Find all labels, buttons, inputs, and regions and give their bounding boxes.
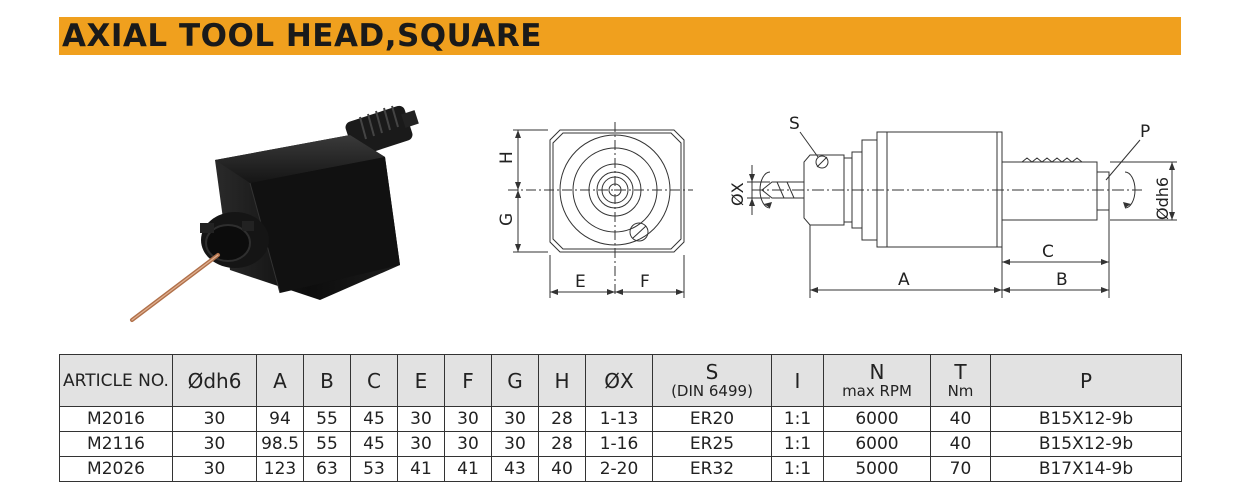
cell-b: 55 [303, 406, 351, 432]
side-view-drawing: S P ØX Ødh6 C B A [728, 114, 1177, 298]
cell-e: 30 [397, 406, 445, 432]
cell-c: 53 [350, 456, 398, 482]
cell-x: 2-20 [585, 456, 653, 482]
cell-p: B15X12-9b [990, 406, 1182, 432]
cell-dh6: 30 [172, 431, 257, 457]
header-b: B [303, 354, 351, 407]
table-row: M2116 30 98.5 55 45 30 30 30 28 1-16 ER2… [59, 431, 1182, 457]
cell-s: ER20 [652, 406, 772, 432]
cell-b: 63 [303, 456, 351, 482]
dim-label-dh6: Ødh6 [1153, 177, 1172, 220]
cell-dh6: 30 [172, 456, 257, 482]
dim-label-b: B [1056, 270, 1068, 290]
header-e: E [397, 354, 445, 407]
dim-label-e: E [575, 272, 586, 292]
cell-b: 55 [303, 431, 351, 457]
cell-p: B15X12-9b [990, 431, 1182, 457]
cell-g: 30 [491, 431, 539, 457]
title-bar: AXIAL TOOL HEAD,SQUARE [59, 17, 1181, 55]
cell-g: 30 [491, 406, 539, 432]
cell-article-no: M2026 [59, 456, 173, 482]
cell-n: 5000 [823, 456, 931, 482]
dim-label-c: C [1042, 242, 1054, 262]
product-photo [130, 105, 419, 322]
cell-a: 98.5 [256, 431, 304, 457]
table-row: M2016 30 94 55 45 30 30 30 28 1-13 ER20 … [59, 406, 1182, 432]
table-row: M2026 30 123 63 53 41 41 43 40 2-20 ER32… [59, 456, 1182, 482]
cell-n: 6000 [823, 431, 931, 457]
header-x: ØX [585, 354, 653, 407]
label-p: P [1140, 122, 1150, 142]
header-p: P [990, 354, 1182, 407]
header-h: H [538, 354, 586, 407]
cell-e: 41 [397, 456, 445, 482]
header-dh6: Ødh6 [172, 354, 257, 407]
cell-c: 45 [350, 406, 398, 432]
dim-label-a: A [898, 270, 910, 290]
header-f: F [444, 354, 492, 407]
header-a: A [256, 354, 304, 407]
cell-h: 40 [538, 456, 586, 482]
cell-c: 45 [350, 431, 398, 457]
cell-h: 28 [538, 431, 586, 457]
cell-h: 28 [538, 406, 586, 432]
cell-t: 40 [930, 406, 991, 432]
cell-t: 70 [930, 456, 991, 482]
cell-e: 30 [397, 431, 445, 457]
header-article-no: ARTICLE NO. [59, 354, 173, 407]
header-g: G [491, 354, 539, 407]
cell-f: 30 [444, 431, 492, 457]
cell-s: ER32 [652, 456, 772, 482]
cell-a: 123 [256, 456, 304, 482]
cell-i: 1:1 [771, 431, 824, 457]
dim-label-f: F [640, 272, 650, 292]
cell-article-no: M2016 [59, 406, 173, 432]
cell-p: B17X14-9b [990, 456, 1182, 482]
cell-dh6: 30 [172, 406, 257, 432]
dim-label-g: G [497, 213, 517, 226]
cell-a: 94 [256, 406, 304, 432]
cell-n: 6000 [823, 406, 931, 432]
cell-g: 43 [491, 456, 539, 482]
table-header-row: ARTICLE NO. Ødh6 A B C E F G H ØX S(DIN … [59, 354, 1182, 407]
cell-i: 1:1 [771, 456, 824, 482]
header-i: I [771, 354, 824, 407]
page-title: AXIAL TOOL HEAD,SQUARE [62, 18, 542, 54]
header-s: S(DIN 6499) [652, 354, 772, 407]
spec-table: ARTICLE NO. Ødh6 A B C E F G H ØX S(DIN … [59, 354, 1182, 482]
cell-x: 1-13 [585, 406, 653, 432]
cell-article-no: M2116 [59, 431, 173, 457]
cell-i: 1:1 [771, 406, 824, 432]
dim-label-x: ØX [728, 182, 747, 206]
cell-s: ER25 [652, 431, 772, 457]
label-s: S [789, 114, 800, 134]
cell-x: 1-16 [585, 431, 653, 457]
front-view-drawing: H G E F [497, 122, 693, 298]
header-c: C [350, 354, 398, 407]
cell-t: 40 [930, 431, 991, 457]
dim-label-h: H [497, 151, 517, 164]
cell-f: 30 [444, 406, 492, 432]
cell-f: 41 [444, 456, 492, 482]
